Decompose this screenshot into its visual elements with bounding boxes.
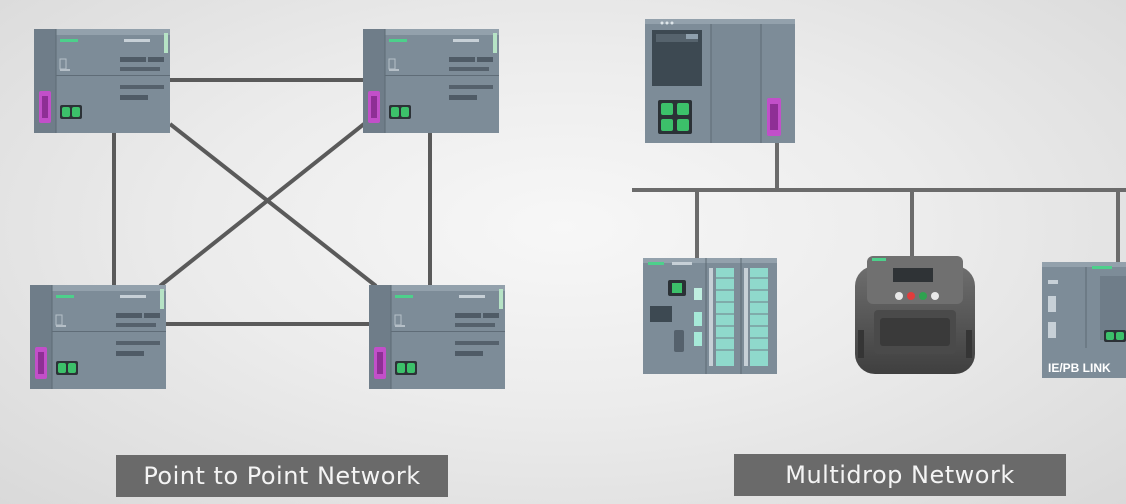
plc-bottom-left bbox=[30, 285, 166, 389]
plc-cpu-icon bbox=[30, 285, 166, 389]
io-module-icon bbox=[643, 258, 777, 374]
drive-icon bbox=[855, 256, 975, 374]
plc-top-left bbox=[34, 29, 170, 133]
cable-diagonal-a bbox=[168, 122, 378, 288]
cable-diagonal-b bbox=[158, 122, 366, 288]
plc-top-right bbox=[363, 29, 499, 133]
plc-cpu-icon bbox=[363, 29, 499, 133]
point-to-point-cables bbox=[112, 78, 432, 326]
gateway-icon: IE/PB LINK bbox=[1042, 262, 1126, 378]
gateway-label: IE/PB LINK bbox=[1048, 361, 1111, 375]
multidrop-bus bbox=[632, 143, 1126, 262]
point-to-point-title: Point to Point Network bbox=[116, 455, 448, 497]
master-cpu bbox=[645, 19, 795, 143]
io-channel-leds bbox=[716, 268, 768, 366]
multidrop-title: Multidrop Network bbox=[734, 454, 1066, 496]
plc-cpu-icon bbox=[369, 285, 505, 389]
plc-cpu-icon bbox=[34, 29, 170, 133]
plc-bottom-right bbox=[369, 285, 505, 389]
